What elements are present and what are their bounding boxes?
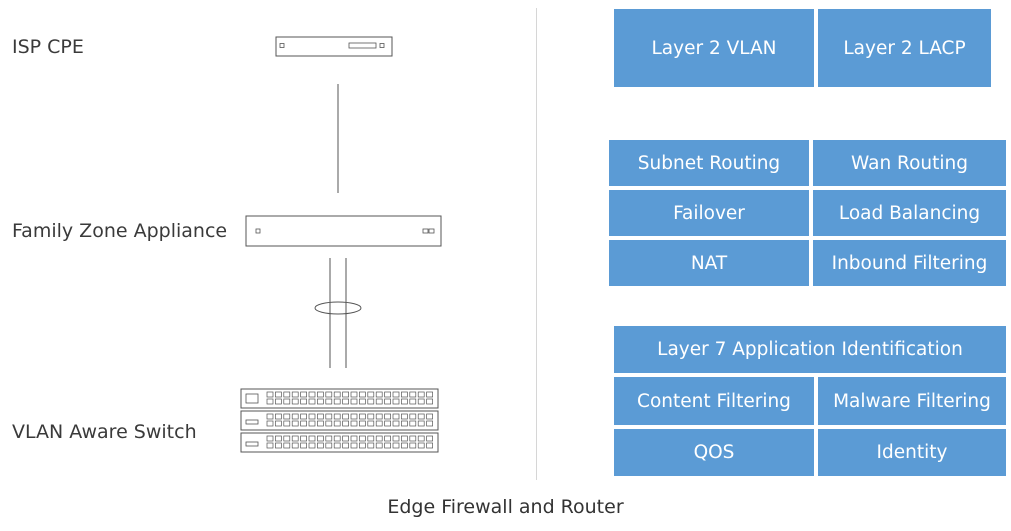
lacp-link-bundle xyxy=(314,258,362,368)
isp-cpe-device-icon xyxy=(275,36,393,57)
switch-stack-icon xyxy=(240,388,439,453)
inbound-filtering-box: Inbound Filtering xyxy=(813,240,1006,286)
appliance-device-icon xyxy=(245,215,442,247)
section-divider xyxy=(536,8,537,480)
family-zone-appliance-label: Family Zone Appliance xyxy=(12,220,228,242)
layer2-lacp-box: Layer 2 LACP xyxy=(818,9,991,87)
failover-box: Failover xyxy=(609,190,809,236)
wan-routing-box: Wan Routing xyxy=(813,140,1006,186)
network-topology-diagram xyxy=(240,36,442,453)
isp-cpe-label: ISP CPE xyxy=(12,36,84,58)
vlan-aware-switch-label: VLAN Aware Switch xyxy=(12,421,197,443)
layer2-vlan-box: Layer 2 VLAN xyxy=(614,9,814,87)
content-filtering-box: Content Filtering xyxy=(614,377,814,425)
qos-box: QOS xyxy=(614,429,814,476)
layer7-app-id-box: Layer 7 Application Identification xyxy=(614,326,1006,373)
subnet-routing-box: Subnet Routing xyxy=(609,140,809,186)
diagram-caption: Edge Firewall and Router xyxy=(387,496,624,518)
load-balancing-box: Load Balancing xyxy=(813,190,1006,236)
identity-box: Identity xyxy=(818,429,1006,476)
nat-box: NAT xyxy=(609,240,809,286)
malware-filtering-box: Malware Filtering xyxy=(818,377,1006,425)
